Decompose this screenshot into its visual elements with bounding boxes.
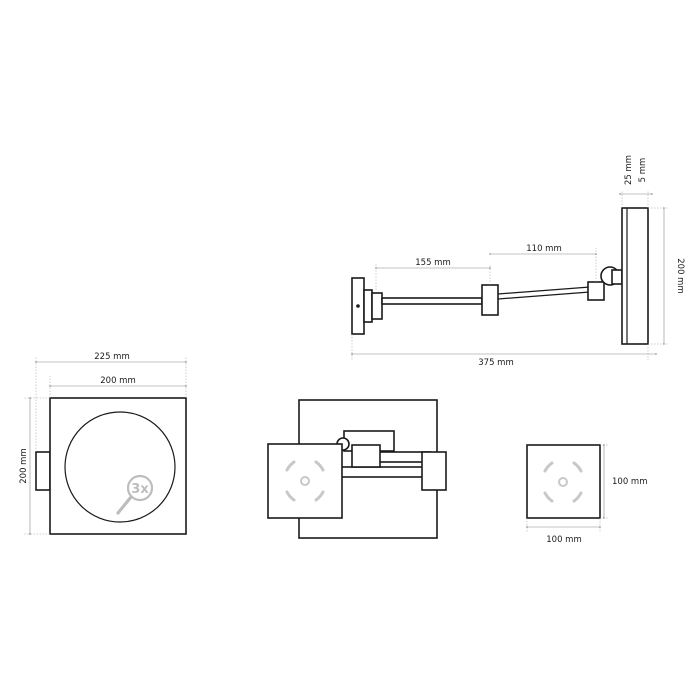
base-plate-view: 100 mm 100 mm xyxy=(526,444,648,545)
dim-label-base-height: 100 mm xyxy=(612,477,648,487)
mirror-side xyxy=(621,207,649,345)
dim-label-total-length: 375 mm xyxy=(478,358,514,368)
base-plate-slots xyxy=(543,461,583,503)
rear-wall-plate xyxy=(267,443,343,519)
mirror-mount xyxy=(611,269,623,285)
dim-label-segment-1: 155 mm xyxy=(415,258,451,268)
front-view: 3x 225 mm 200 mm 200 mm xyxy=(19,352,187,535)
rear-view xyxy=(267,399,447,539)
rear-plate-slots xyxy=(285,460,325,502)
dim-label-thickness: 25 mm xyxy=(624,155,634,185)
side-view: 375 mm 155 mm 110 mm 200 mm 25 mm 5 mm xyxy=(351,155,685,368)
dim-label-side-height: 200 mm xyxy=(675,258,685,294)
rear-arm-lower xyxy=(339,466,431,478)
magnifier-icon: 3x xyxy=(116,474,154,515)
upper-arm-top-edge xyxy=(497,286,591,295)
magnification-label: 3x xyxy=(131,482,149,497)
middle-joint xyxy=(481,284,499,316)
rear-mount-lower xyxy=(351,444,381,468)
lower-arm xyxy=(381,297,483,305)
dim-label-segment-2: 110 mm xyxy=(526,244,562,254)
rear-joint-block xyxy=(421,451,447,491)
dim-label-front-total-width: 225 mm xyxy=(94,352,130,362)
base-plate xyxy=(526,444,601,519)
wall-screw-dot xyxy=(356,304,360,308)
upper-arm-bottom-edge xyxy=(497,291,591,300)
arm-stub xyxy=(35,451,51,491)
dim-label-front-height: 200 mm xyxy=(19,448,29,484)
mirror-glass-circle xyxy=(64,411,176,523)
dim-label-gap: 5 mm xyxy=(638,158,648,183)
wall-joint-collar xyxy=(371,292,383,320)
dim-label-base-width: 100 mm xyxy=(546,535,582,545)
wall-joint-block xyxy=(363,289,373,323)
mirror-joint-block xyxy=(587,281,605,301)
dim-label-front-mirror-width: 200 mm xyxy=(100,376,136,386)
